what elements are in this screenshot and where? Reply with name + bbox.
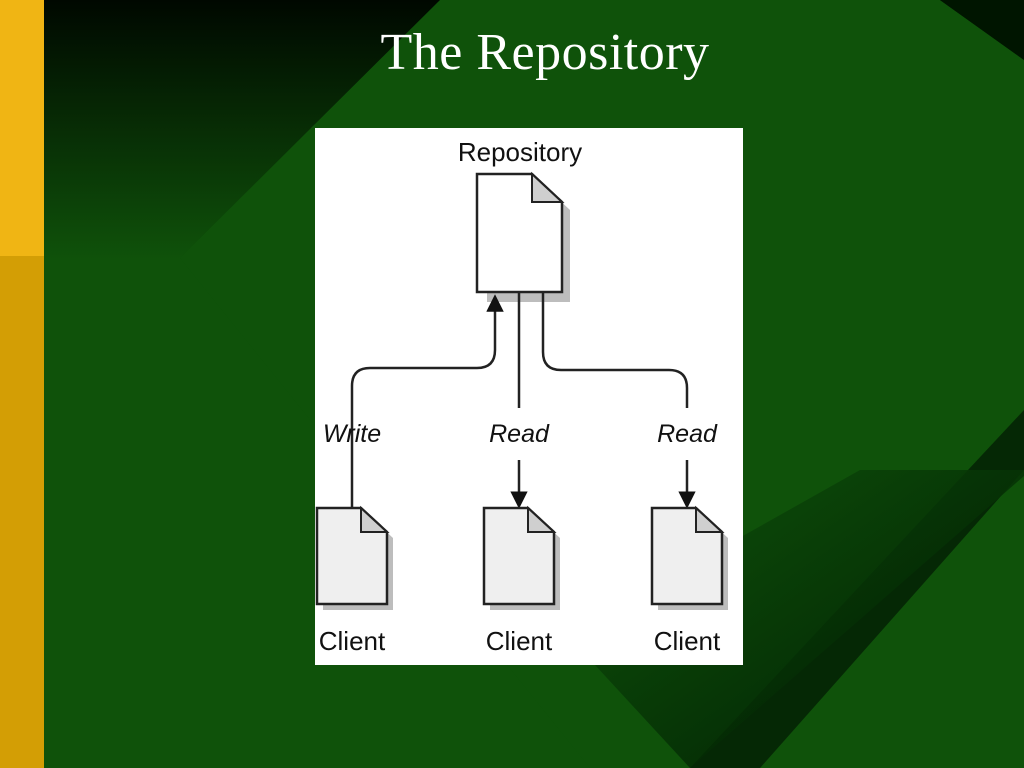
background-shadow-inner [595,470,1024,768]
arrow-label-read-middle: Read [489,420,550,448]
client-document-icon [315,505,393,610]
repository-document-icon [475,171,570,302]
arrow-label-write: Write [323,420,381,448]
client-document-icon [482,505,560,610]
diagram-canvas: Repository Write Read Read [315,137,728,656]
arrow-label-read-right: Read [657,420,718,448]
background-corner-dark [940,0,1024,60]
client-label-3: Client [654,626,721,656]
repository-diagram: Repository Write Read Read [315,128,743,665]
read-connector-right [541,292,689,408]
left-accent-bar-bottom [0,256,44,768]
write-connector [350,294,504,508]
slide-title: The Repository [380,24,710,81]
client-label-1: Client [319,626,386,656]
connector-lines [350,292,696,509]
client-document-icon [650,505,728,610]
repository-label: Repository [458,137,582,167]
client-label-2: Client [486,626,553,656]
left-accent-bar-top [0,0,44,256]
